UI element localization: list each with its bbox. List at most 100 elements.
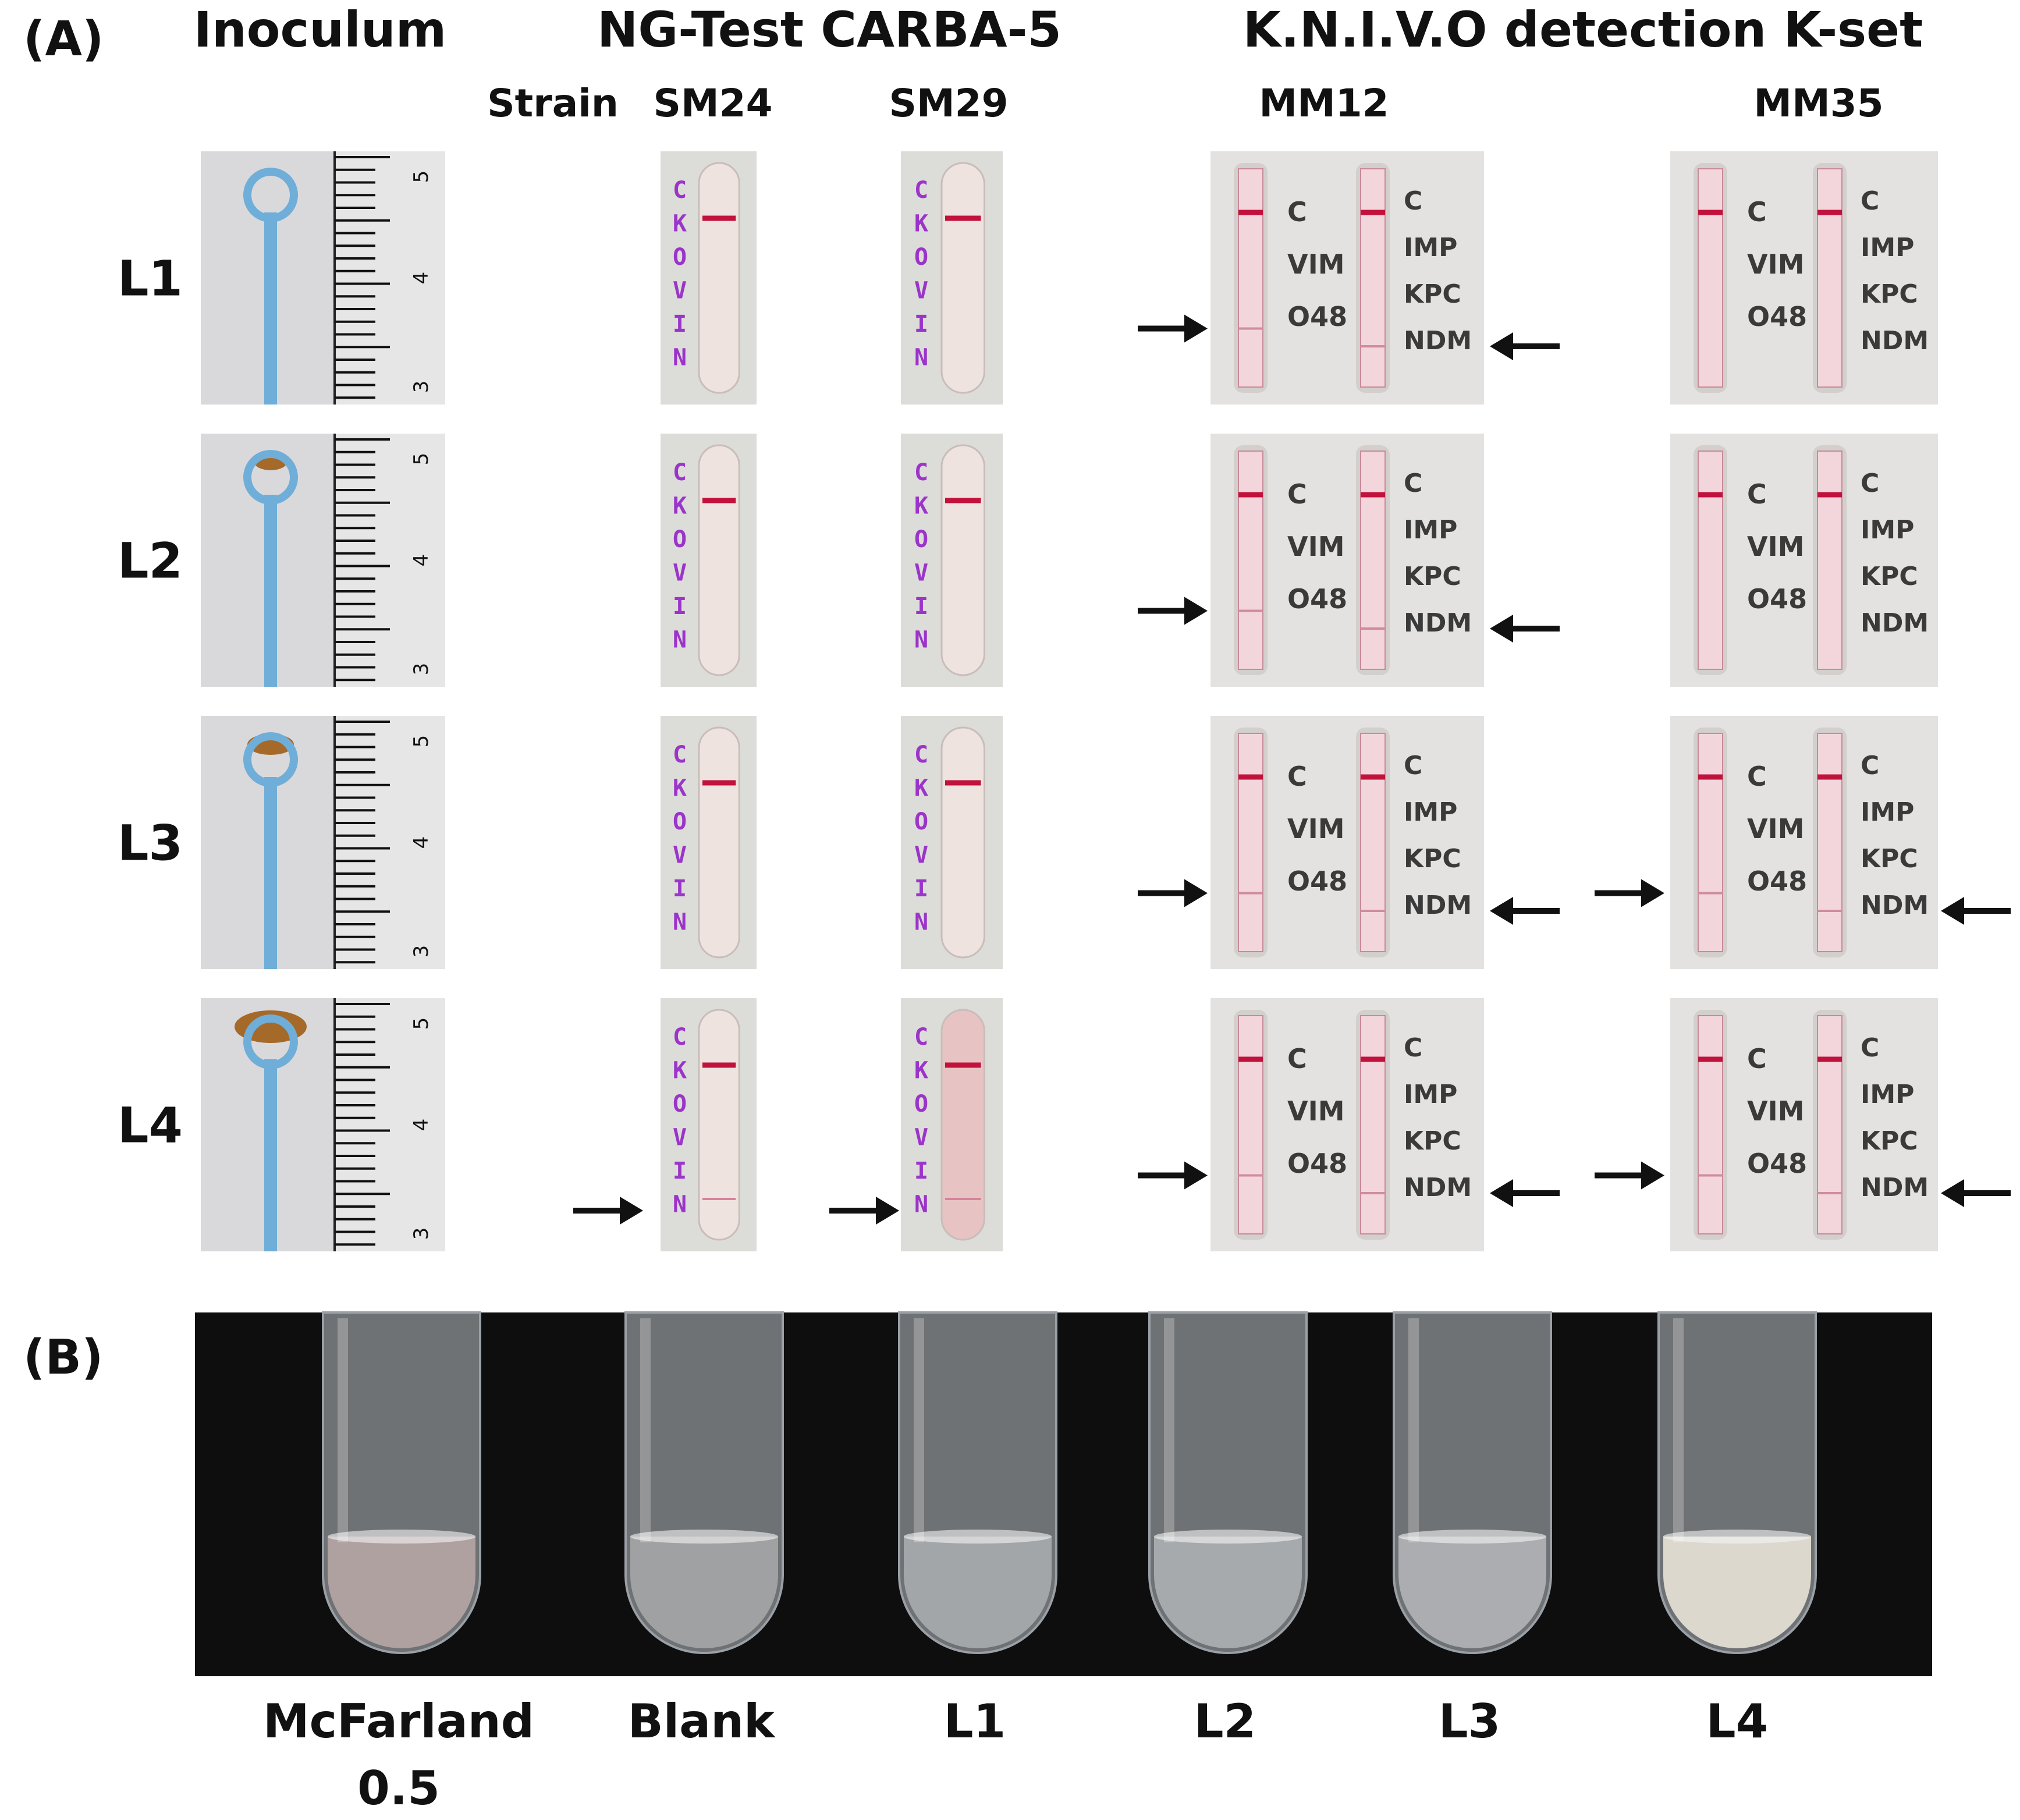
- tube-liquid: [1154, 1537, 1302, 1648]
- ng-strip-letter: O: [914, 244, 928, 271]
- panel-a-label: (A): [23, 12, 104, 67]
- ruler-number: 4: [410, 272, 433, 285]
- ng-strip-letter: C: [673, 177, 687, 204]
- knivo-right-label: C: [1861, 186, 1879, 216]
- knivo-right-label: NDM: [1404, 891, 1472, 920]
- ng-strip-letter: I: [914, 1158, 928, 1184]
- ng-strip-letter: C: [673, 1024, 687, 1051]
- ruler-number: 4: [410, 836, 433, 849]
- panel-a-rows: L1543CKOVINCKOVINCVIMO48CIMPKPCNDMCVIMO4…: [118, 151, 2011, 1251]
- knivo-right-label: NDM: [1404, 608, 1472, 638]
- ng-strip-letter: K: [673, 1058, 687, 1084]
- ng-strip-letter: I: [914, 875, 928, 902]
- tube-liquid: [328, 1537, 475, 1648]
- arrow-mm35-ndm: [1941, 1179, 2011, 1207]
- arrow-sm29: [829, 1197, 899, 1225]
- ng-strip-letter: C: [914, 1024, 928, 1051]
- row-l1: L1543CKOVINCKOVINCVIMO48CIMPKPCNDMCVIMO4…: [118, 151, 1938, 405]
- knivo-left-label: O48: [1747, 583, 1807, 615]
- tube-label: McFarland: [263, 1694, 534, 1748]
- tube-liquid: [630, 1537, 778, 1648]
- knivo-right-label: KPC: [1404, 844, 1461, 874]
- knivo-right-label: NDM: [1861, 891, 1929, 920]
- ng-strip-letter: C: [914, 742, 928, 768]
- knivo-left-label: O48: [1287, 865, 1347, 897]
- ng-strip-letter: K: [914, 493, 928, 520]
- row-label: L1: [118, 250, 183, 307]
- knivo-right-label: C: [1404, 186, 1422, 216]
- ng-strip-letter: N: [673, 1191, 687, 1218]
- knivo-left-label: O48: [1747, 301, 1807, 332]
- knivo-right-label: IMP: [1404, 1080, 1457, 1109]
- tube-liquid: [1398, 1537, 1546, 1648]
- knivo-right-label: IMP: [1404, 797, 1457, 827]
- tube-label: Blank: [628, 1694, 776, 1748]
- ng-strip-letter: K: [914, 775, 928, 802]
- row-label: L4: [118, 1097, 183, 1154]
- strain-label: Strain: [487, 81, 619, 126]
- knivo-left-label: O48: [1747, 1148, 1807, 1179]
- knivo-left-label: VIM: [1747, 813, 1805, 845]
- panel-b-photo-bg: [195, 1312, 1932, 1676]
- ruler-number: 3: [410, 1227, 433, 1240]
- arrow-mm12-ndm: [1490, 332, 1560, 360]
- ruler-number: 4: [410, 554, 433, 567]
- strain-sm24: SM24: [653, 81, 772, 126]
- arrow-mm12-ndm: [1490, 896, 1560, 925]
- ruler-number: 3: [410, 381, 433, 393]
- ng-strip-letter: I: [914, 311, 928, 338]
- ng-strip-letter: I: [914, 593, 928, 620]
- knivo-left-label: O48: [1747, 865, 1807, 897]
- knivo-right-label: KPC: [1404, 279, 1461, 309]
- ng-strip-letter: V: [673, 278, 687, 304]
- knivo-left-label: C: [1287, 761, 1307, 792]
- inoculum-loop-photo: 543: [201, 998, 445, 1251]
- tube-2: [898, 1311, 1057, 1654]
- knivo-left-label: C: [1747, 478, 1767, 510]
- ng-strip-letter: O: [673, 1091, 687, 1117]
- knivo-right-label: KPC: [1861, 279, 1918, 309]
- knivo-left-label: O48: [1287, 583, 1347, 615]
- row-l3: L3543CKOVINCKOVINCVIMO48CIMPKPCNDMCVIMO4…: [118, 716, 2011, 969]
- knivo-left-label: O48: [1287, 301, 1347, 332]
- knivo-right-label: IMP: [1404, 515, 1457, 545]
- ruler-number: 5: [410, 735, 433, 748]
- knivo-right-label: C: [1861, 751, 1879, 780]
- mcfarland-value: 0.5: [357, 1761, 440, 1815]
- ng-strip-letter: N: [673, 627, 687, 654]
- tube-label: L4: [1706, 1694, 1769, 1748]
- knivo-left-label: VIM: [1747, 249, 1805, 280]
- ng-strip-letter: N: [673, 345, 687, 371]
- ng-strip-letter: O: [914, 526, 928, 553]
- arrow-mm12-o48: [1138, 879, 1208, 907]
- ng-strip-letter: N: [914, 909, 928, 936]
- knivo-right-label: KPC: [1404, 1126, 1461, 1156]
- tube-4: [1393, 1311, 1552, 1654]
- tube-1: [624, 1311, 784, 1654]
- knivo-left-label: VIM: [1287, 813, 1345, 845]
- arrow-mm35-o48: [1595, 1161, 1664, 1190]
- knivo-left-label: C: [1287, 196, 1307, 228]
- ng-strip-letter: I: [673, 1158, 687, 1184]
- ng-strip-letter: O: [673, 244, 687, 271]
- arrow-mm35-o48: [1595, 879, 1664, 907]
- header-ng-test: NG-Test CARBA-5: [597, 1, 1062, 58]
- knivo-right-label: NDM: [1404, 1173, 1472, 1202]
- arrow-sm24: [573, 1197, 643, 1225]
- ruler-number: 5: [410, 453, 433, 466]
- knivo-right-label: NDM: [1861, 1173, 1929, 1202]
- knivo-right-label: IMP: [1861, 233, 1914, 262]
- knivo-right-label: C: [1404, 1033, 1422, 1063]
- knivo-right-label: C: [1861, 1033, 1879, 1063]
- ng-strip-letter: K: [673, 493, 687, 520]
- knivo-left-label: C: [1747, 196, 1767, 228]
- ng-strip-letter: O: [673, 808, 687, 835]
